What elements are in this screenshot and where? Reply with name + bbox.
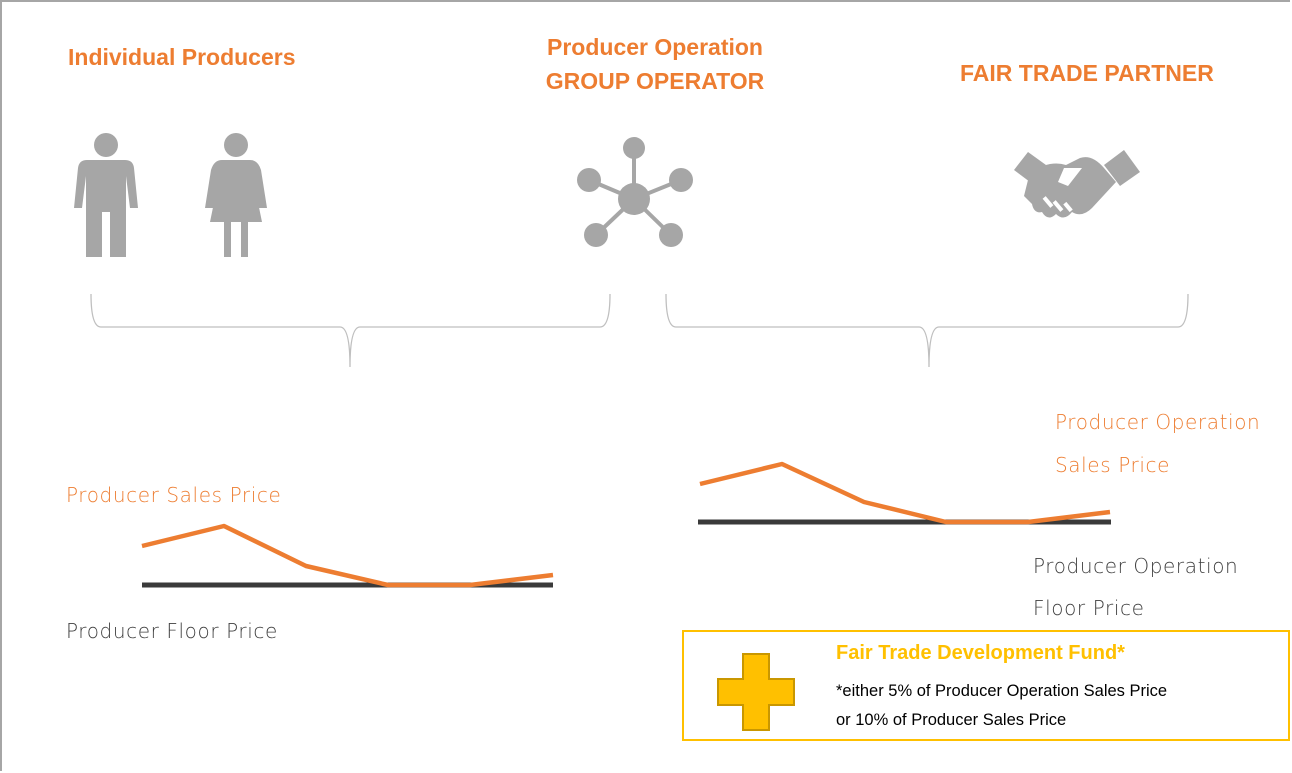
heading-producer-operation: Producer Operation GROUP OPERATOR [520, 30, 790, 98]
heading-producer-operation-line1: Producer Operation [547, 34, 763, 60]
development-fund-box: Fair Trade Development Fund* *either 5% … [682, 630, 1290, 741]
heading-group-operator-line2: GROUP OPERATOR [545, 68, 765, 94]
fund-title: Fair Trade Development Fund* [836, 642, 1125, 664]
producer-floor-price-label: Producer Floor Price [66, 619, 278, 643]
heading-individual-producers: Individual Producers [68, 44, 296, 70]
producer-operation-floor-label-line2: Floor Price [1033, 596, 1145, 620]
producer-sales-price-label: Producer Sales Price [66, 483, 282, 507]
handshake-icon [1014, 150, 1140, 218]
woman-icon [205, 133, 267, 257]
network-hub-icon [577, 137, 693, 247]
man-icon [74, 133, 138, 257]
fund-note-line1: *either 5% of Producer Operation Sales P… [836, 682, 1168, 700]
heading-fair-trade-partner: FAIR TRADE PARTNER [960, 60, 1214, 86]
producer-operation-sales-price-line [699, 461, 1111, 525]
fund-note-line2: or 10% of Producer Sales Price [836, 711, 1067, 729]
left-brace [90, 293, 611, 368]
producer-operation-sales-label-line1: Producer Operation [1055, 410, 1261, 434]
plus-icon [717, 653, 795, 731]
producer-sales-price-line [141, 523, 554, 588]
right-brace [665, 293, 1189, 368]
producer-operation-floor-label-line1: Producer Operation [1033, 554, 1239, 578]
producer-operation-sales-label-line2: Sales Price [1055, 453, 1170, 477]
